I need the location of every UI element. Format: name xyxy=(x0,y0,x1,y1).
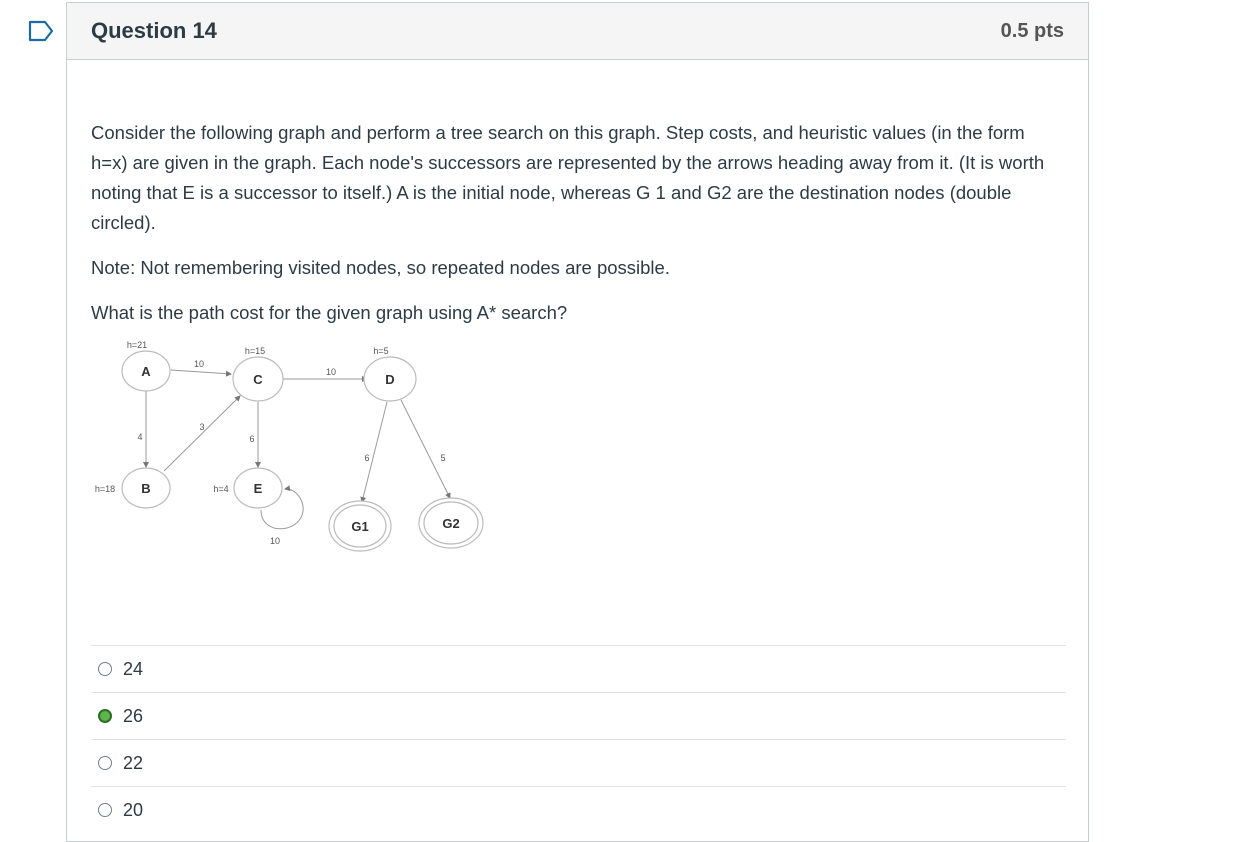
edge-d-g2 xyxy=(400,399,451,499)
edge-label-c-d: 10 xyxy=(326,367,336,377)
node-e: E h=4 xyxy=(213,467,283,509)
svg-text:E: E xyxy=(254,481,263,496)
answer-label: 22 xyxy=(123,752,144,773)
edge-b-c xyxy=(163,395,241,472)
svg-text:A: A xyxy=(141,364,151,379)
edge-label-d-g1: 6 xyxy=(364,453,369,463)
answer-option-selected[interactable]: 26 xyxy=(91,692,1066,739)
radio-button[interactable] xyxy=(98,756,112,770)
edge-label-c-e: 6 xyxy=(249,434,254,444)
question-note: Note: Not remembering visited nodes, so … xyxy=(91,257,670,278)
svg-text:C: C xyxy=(253,372,263,387)
question-text: Consider the following graph and perform… xyxy=(91,118,1066,328)
heuristic-d: h=5 xyxy=(373,346,388,356)
answer-list: 24 26 22 20 xyxy=(91,645,1066,833)
radio-button[interactable] xyxy=(98,662,112,676)
edge-label-d-g2: 5 xyxy=(440,453,445,463)
question-card: Question 14 0.5 pts Consider the followi… xyxy=(66,2,1089,842)
question-prompt: What is the path cost for the given grap… xyxy=(91,302,568,323)
svg-text:D: D xyxy=(385,372,394,387)
edge-label-b-c: 3 xyxy=(199,422,204,432)
heuristic-b: h=18 xyxy=(95,484,115,494)
search-graph-diagram: 10 4 3 6 10 6 5 10 A h=21 B h=18 C h=15 … xyxy=(95,340,484,552)
heuristic-a: h=21 xyxy=(127,340,147,350)
answer-option[interactable]: 20 xyxy=(91,786,1066,833)
heuristic-c: h=15 xyxy=(245,346,265,356)
answer-option[interactable]: 24 xyxy=(91,645,1066,692)
edge-e-e-loop xyxy=(260,485,304,530)
node-a: A h=21 xyxy=(121,340,171,392)
node-d: D h=5 xyxy=(363,346,417,402)
answer-label: 20 xyxy=(123,799,144,820)
question-points: 0.5 pts xyxy=(1000,19,1064,42)
svg-text:G2: G2 xyxy=(442,516,459,531)
svg-text:B: B xyxy=(141,481,150,496)
edge-label-e-e: 10 xyxy=(270,536,280,546)
edge-a-c xyxy=(170,369,232,377)
radio-button-selected[interactable] xyxy=(98,709,112,723)
node-g2: G2 xyxy=(418,497,484,549)
edge-d-g1 xyxy=(360,401,388,503)
svg-text:G1: G1 xyxy=(351,519,368,534)
node-g1: G1 xyxy=(328,500,392,552)
edge-label-a-c: 10 xyxy=(194,359,204,369)
answer-option[interactable]: 22 xyxy=(91,739,1066,786)
edge-label-a-b: 4 xyxy=(137,432,142,442)
answer-label: 26 xyxy=(123,705,144,726)
answer-label: 24 xyxy=(123,658,144,679)
question-title: Question 14 xyxy=(91,18,217,43)
node-c: C h=15 xyxy=(232,346,284,402)
question-header: Question 14 0.5 pts xyxy=(67,3,1088,60)
radio-button[interactable] xyxy=(98,803,112,817)
question-paragraph: Consider the following graph and perform… xyxy=(91,122,1045,233)
flag-question-icon[interactable] xyxy=(28,20,54,42)
node-b: B h=18 xyxy=(95,467,171,509)
heuristic-e: h=4 xyxy=(213,484,228,494)
